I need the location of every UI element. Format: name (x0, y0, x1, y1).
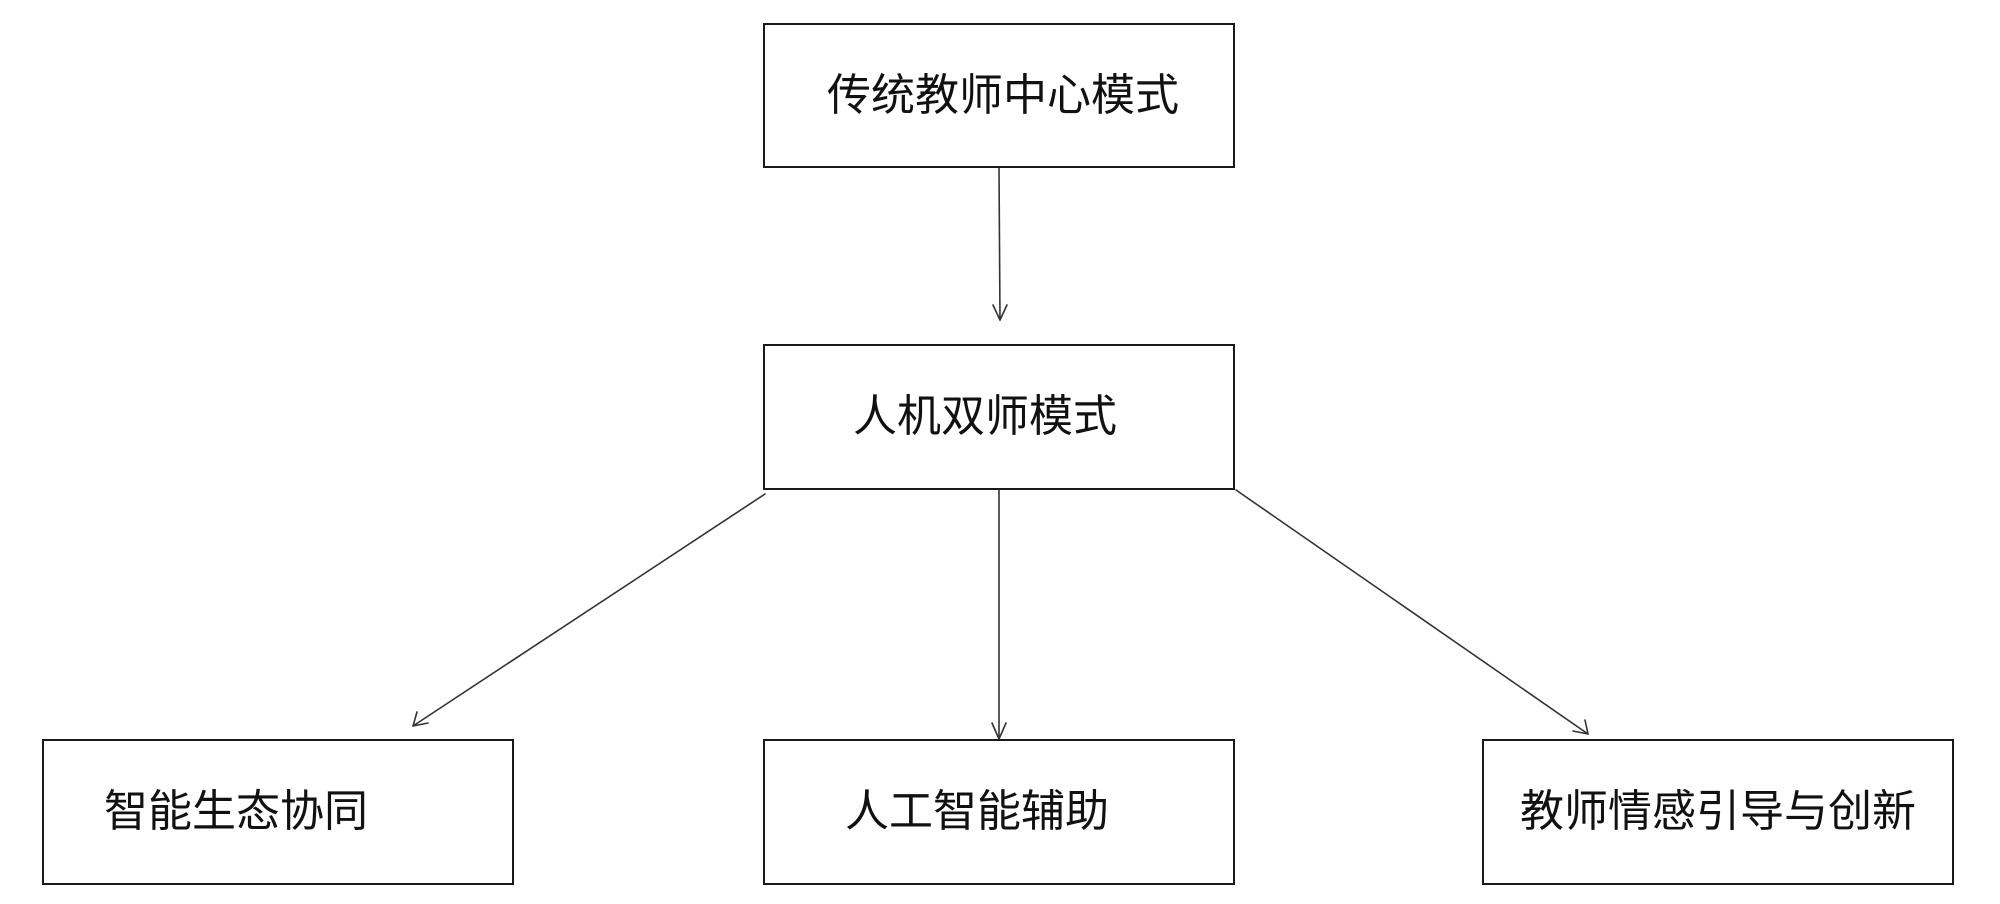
node-label: 智能生态协同 (104, 786, 368, 837)
arrow-middle-to-center (991, 489, 1007, 740)
arrow-middle-to-right (1235, 489, 1589, 735)
arrow-middle-to-left (412, 493, 766, 727)
node-label: 人工智能辅助 (845, 786, 1109, 837)
node-teacher-emotional-guidance: 教师情感引导与创新 (1482, 739, 1954, 885)
node-ai-assistance: 人工智能辅助 (763, 739, 1235, 885)
node-traditional-teacher-centered: 传统教师中心模式 (763, 23, 1235, 168)
node-human-machine-dual-teacher: 人机双师模式 (763, 344, 1235, 490)
node-label: 人机双师模式 (853, 391, 1117, 442)
node-label: 传统教师中心模式 (827, 69, 1179, 121)
node-label: 教师情感引导与创新 (1520, 786, 1916, 837)
arrow-top-to-middle (992, 167, 1008, 321)
node-smart-ecosystem-collaboration: 智能生态协同 (42, 739, 514, 885)
